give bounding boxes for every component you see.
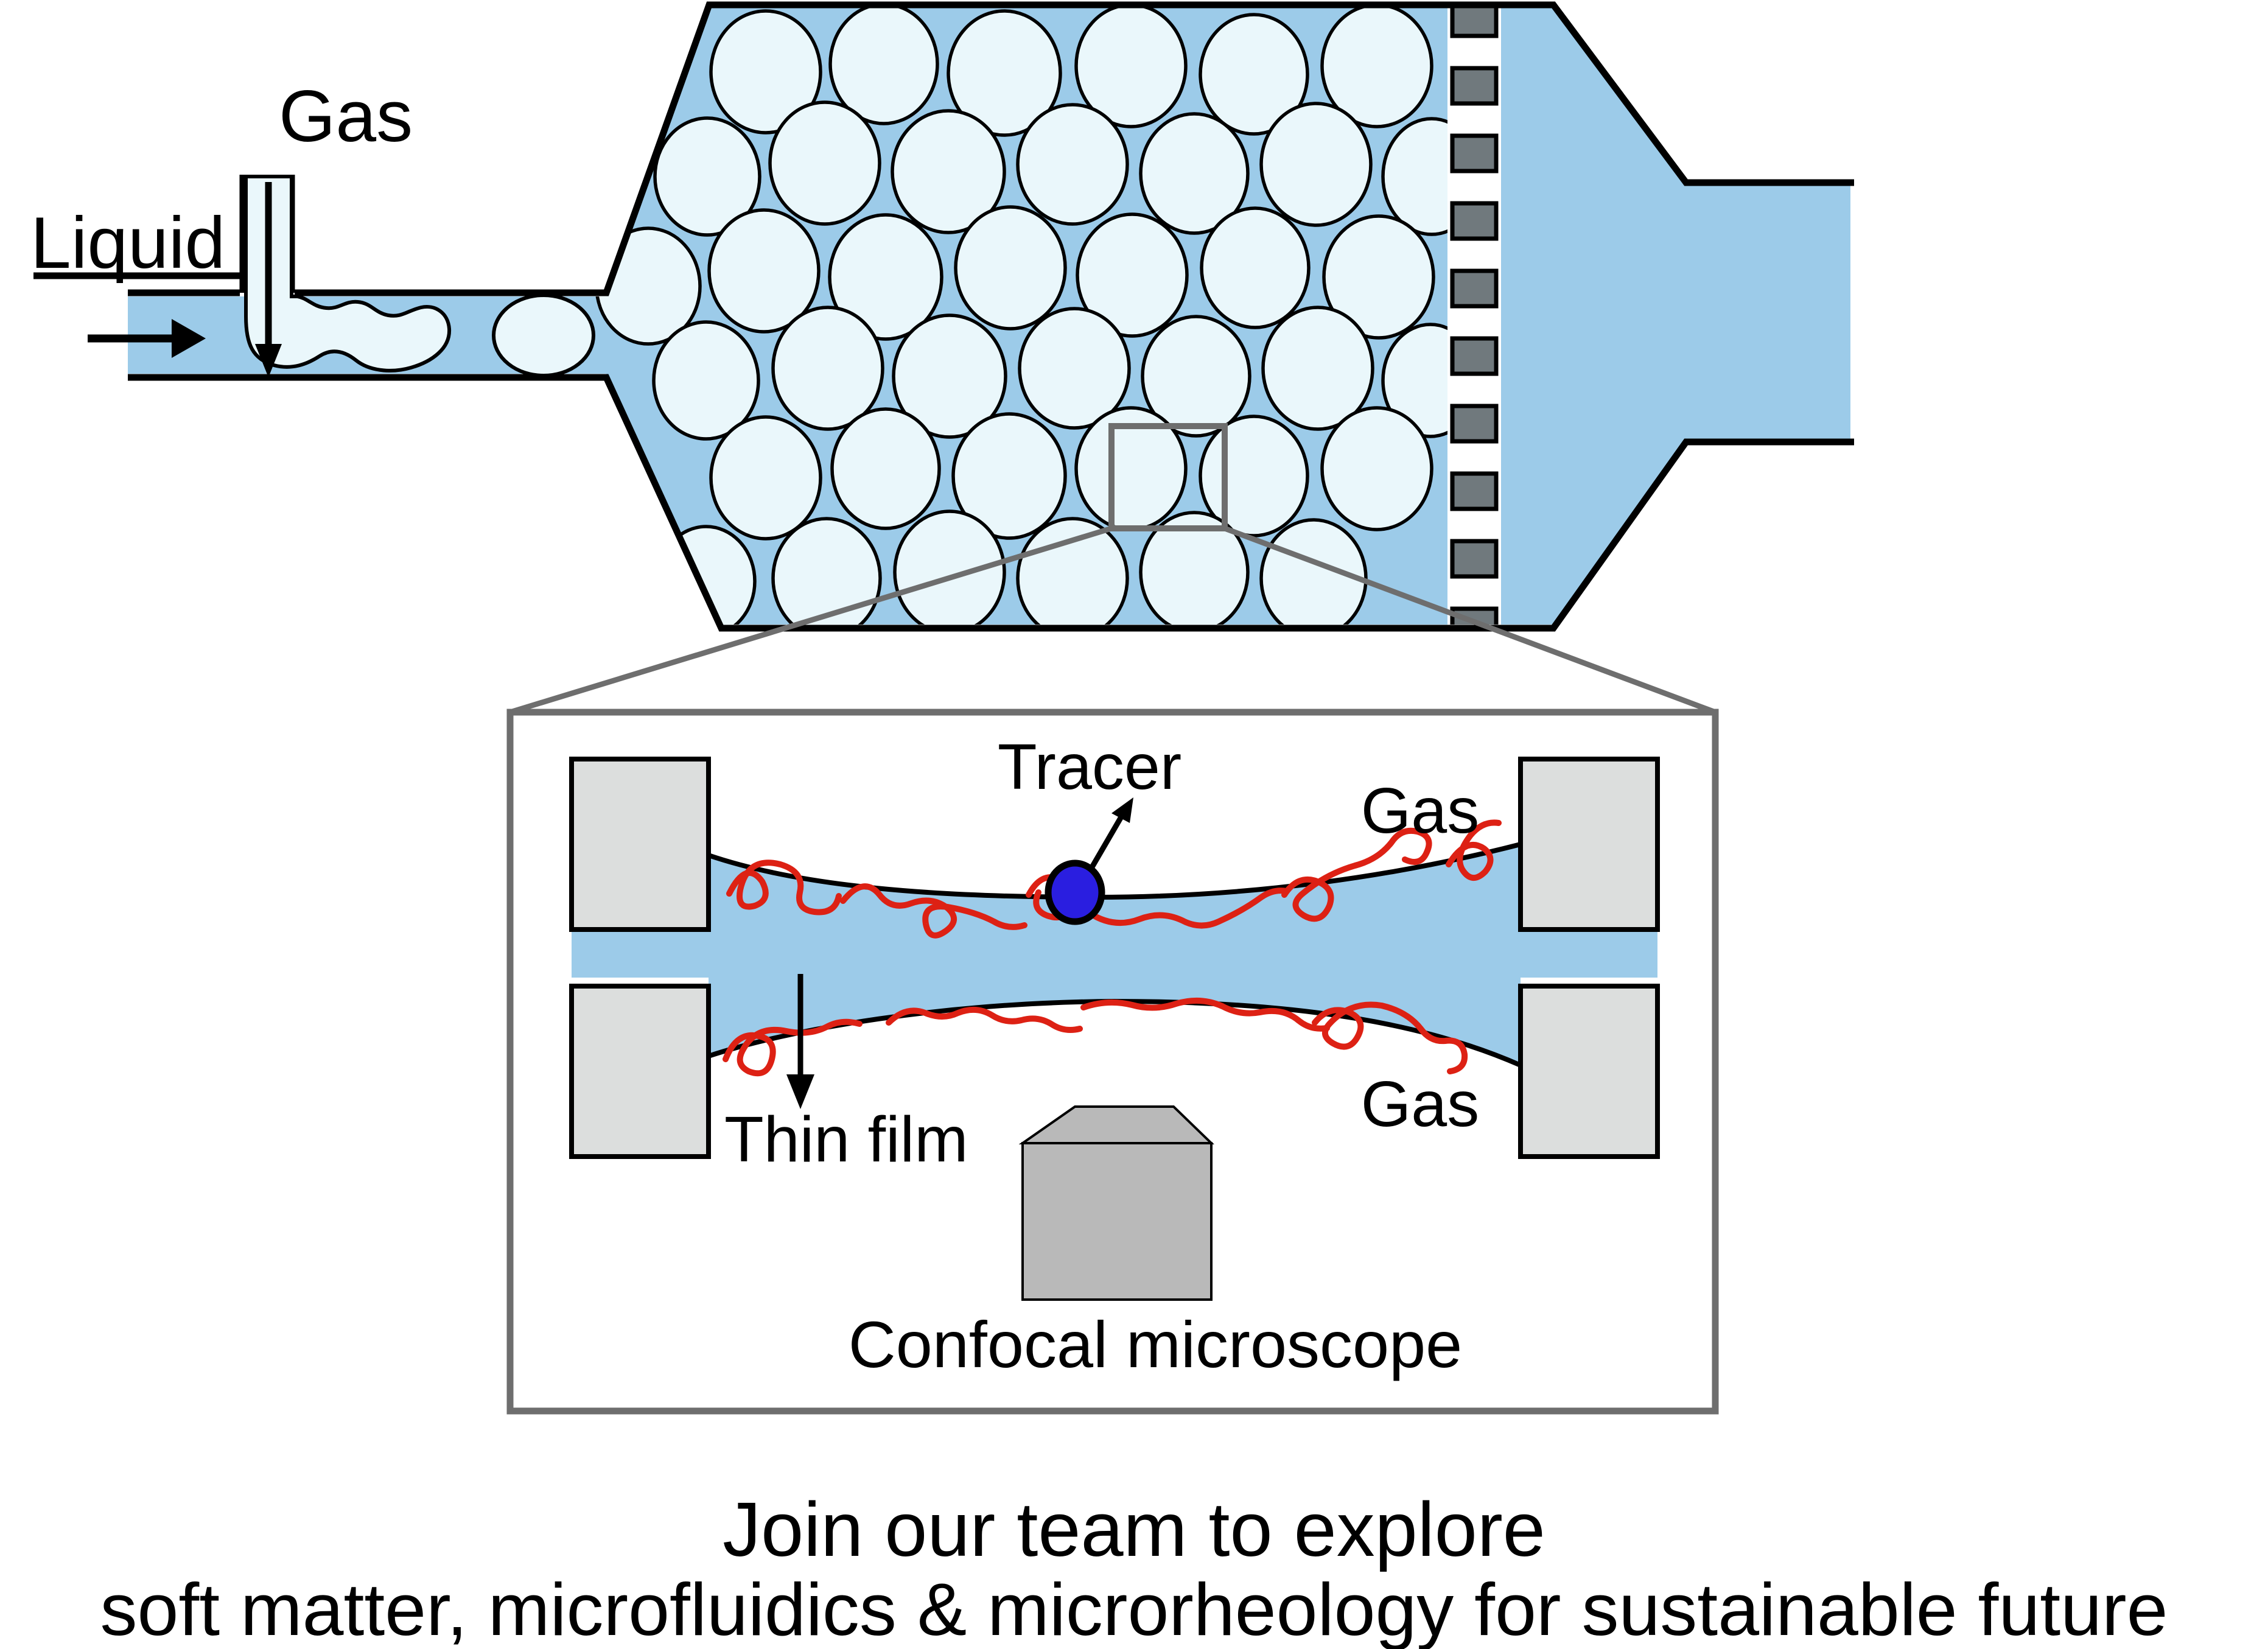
- polymer-chain: [726, 860, 842, 916]
- gas-bubble: [1074, 7, 1188, 128]
- polymer-chain: [1087, 888, 1290, 929]
- liquid-inlet-label: Liquid: [30, 202, 225, 284]
- gas-bubble: [828, 213, 943, 341]
- inset-gas-top-label: Gas: [1361, 775, 1479, 847]
- microscope-objective: [1018, 1105, 1214, 1301]
- gas-bubble: [891, 109, 1006, 234]
- arrow-head-icon: [255, 344, 282, 377]
- pillar: [1450, 539, 1499, 579]
- microfluidic-device: Gas Liquid: [30, 1, 1854, 715]
- arrow-head-icon: [786, 1074, 814, 1109]
- gas-bubble: [947, 9, 1062, 137]
- thin-film-label: Thin film: [724, 1104, 968, 1175]
- gas-bubble: [951, 412, 1067, 540]
- polymer-chain: [840, 883, 1027, 939]
- polymer-chain: [1312, 1001, 1468, 1074]
- pillar: [1450, 471, 1499, 511]
- inset-pillar-bottom-right: [1518, 984, 1660, 1159]
- microscope-label: Confocal microscope: [849, 1308, 1462, 1381]
- footer-line2: soft matter, microfluidics & microrheolo…: [100, 1568, 2168, 1649]
- polymer-chain: [1446, 819, 1502, 881]
- tracer-label: Tracer: [998, 731, 1181, 803]
- pillar: [1450, 201, 1499, 241]
- gas-bubble: [1320, 7, 1433, 128]
- gas-finger: [244, 175, 452, 373]
- gas-inlet-label: Gas: [279, 75, 413, 157]
- gas-bubble: [707, 208, 821, 334]
- inset-pillar-top-left: [569, 757, 711, 932]
- pillar: [1450, 66, 1499, 106]
- pillar: [1450, 404, 1499, 444]
- gas-bubble: [892, 313, 1007, 439]
- zoom-connector-lines: [509, 525, 1717, 715]
- gas-bubble: [709, 415, 822, 541]
- pillar: [1450, 268, 1499, 309]
- gas-bubble: [1259, 102, 1373, 227]
- polymer-chain: [1080, 997, 1330, 1032]
- gas-bubble: [954, 205, 1067, 331]
- inset-gas-bottom-label: Gas: [1361, 1068, 1479, 1140]
- pillar: [1450, 133, 1499, 173]
- gas-bubble: [830, 407, 941, 530]
- footer-line1: Join our team to explore: [723, 1486, 1545, 1572]
- gas-bubble: [1139, 112, 1250, 235]
- gas-bubble: [768, 100, 881, 226]
- pillar: [1450, 7, 1499, 38]
- gas-bubble: [709, 9, 822, 135]
- arrow-head-icon: [1111, 797, 1133, 823]
- footer-text: Join our team to explore soft matter, mi…: [100, 1486, 2168, 1649]
- gas-bubble: [1322, 214, 1435, 340]
- gas-bubble: [653, 116, 761, 237]
- thin-film-arrow: [786, 974, 814, 1109]
- gas-bubble: [1200, 206, 1311, 329]
- pillar: [1450, 336, 1499, 376]
- gas-flow-arrow: [255, 182, 282, 377]
- gas-bubble: [1016, 103, 1129, 226]
- gas-bubble: [771, 517, 882, 625]
- gas-bubble: [1261, 306, 1374, 431]
- arrow-head-icon: [172, 319, 206, 358]
- gas-bubble: [771, 306, 884, 431]
- gas-bubble: [1016, 517, 1129, 625]
- gas-bubble: [893, 509, 1006, 625]
- gas-bubble: [1076, 212, 1189, 338]
- gas-bubble: [1320, 406, 1433, 531]
- channel-bottom-border: [128, 374, 1854, 632]
- gas-bubble: [1141, 315, 1251, 438]
- liquid-flow-arrow: [88, 319, 206, 358]
- inset-pillar-bottom-left: [569, 984, 711, 1159]
- pillar-array: [1447, 7, 1501, 625]
- tracer-particle: [1045, 860, 1105, 925]
- gas-bubble: [652, 320, 760, 441]
- polymer-chain: [1281, 827, 1432, 922]
- zoom-region-box: [1108, 423, 1228, 531]
- inset-panel: Tracer Gas Gas Thin film Confocal micros…: [506, 709, 1719, 1415]
- polymer-chains: [723, 819, 1502, 1077]
- gas-bubble: [1199, 13, 1309, 136]
- channel-top-border: [128, 1, 1854, 296]
- inset-pillar-top-right: [1518, 757, 1660, 932]
- objective-body: [1021, 1142, 1213, 1301]
- gas-bubble: [1018, 307, 1131, 430]
- inlet-bubble: [492, 293, 595, 377]
- pillar-gap-strip: [1447, 7, 1501, 625]
- gas-bubble: [828, 7, 939, 125]
- gas-bubble: [656, 525, 757, 625]
- gas-bubble: [1139, 511, 1250, 625]
- polymer-chain: [723, 1018, 863, 1077]
- tracer-arrow: [1088, 797, 1133, 871]
- polymer-chain: [886, 1006, 1083, 1033]
